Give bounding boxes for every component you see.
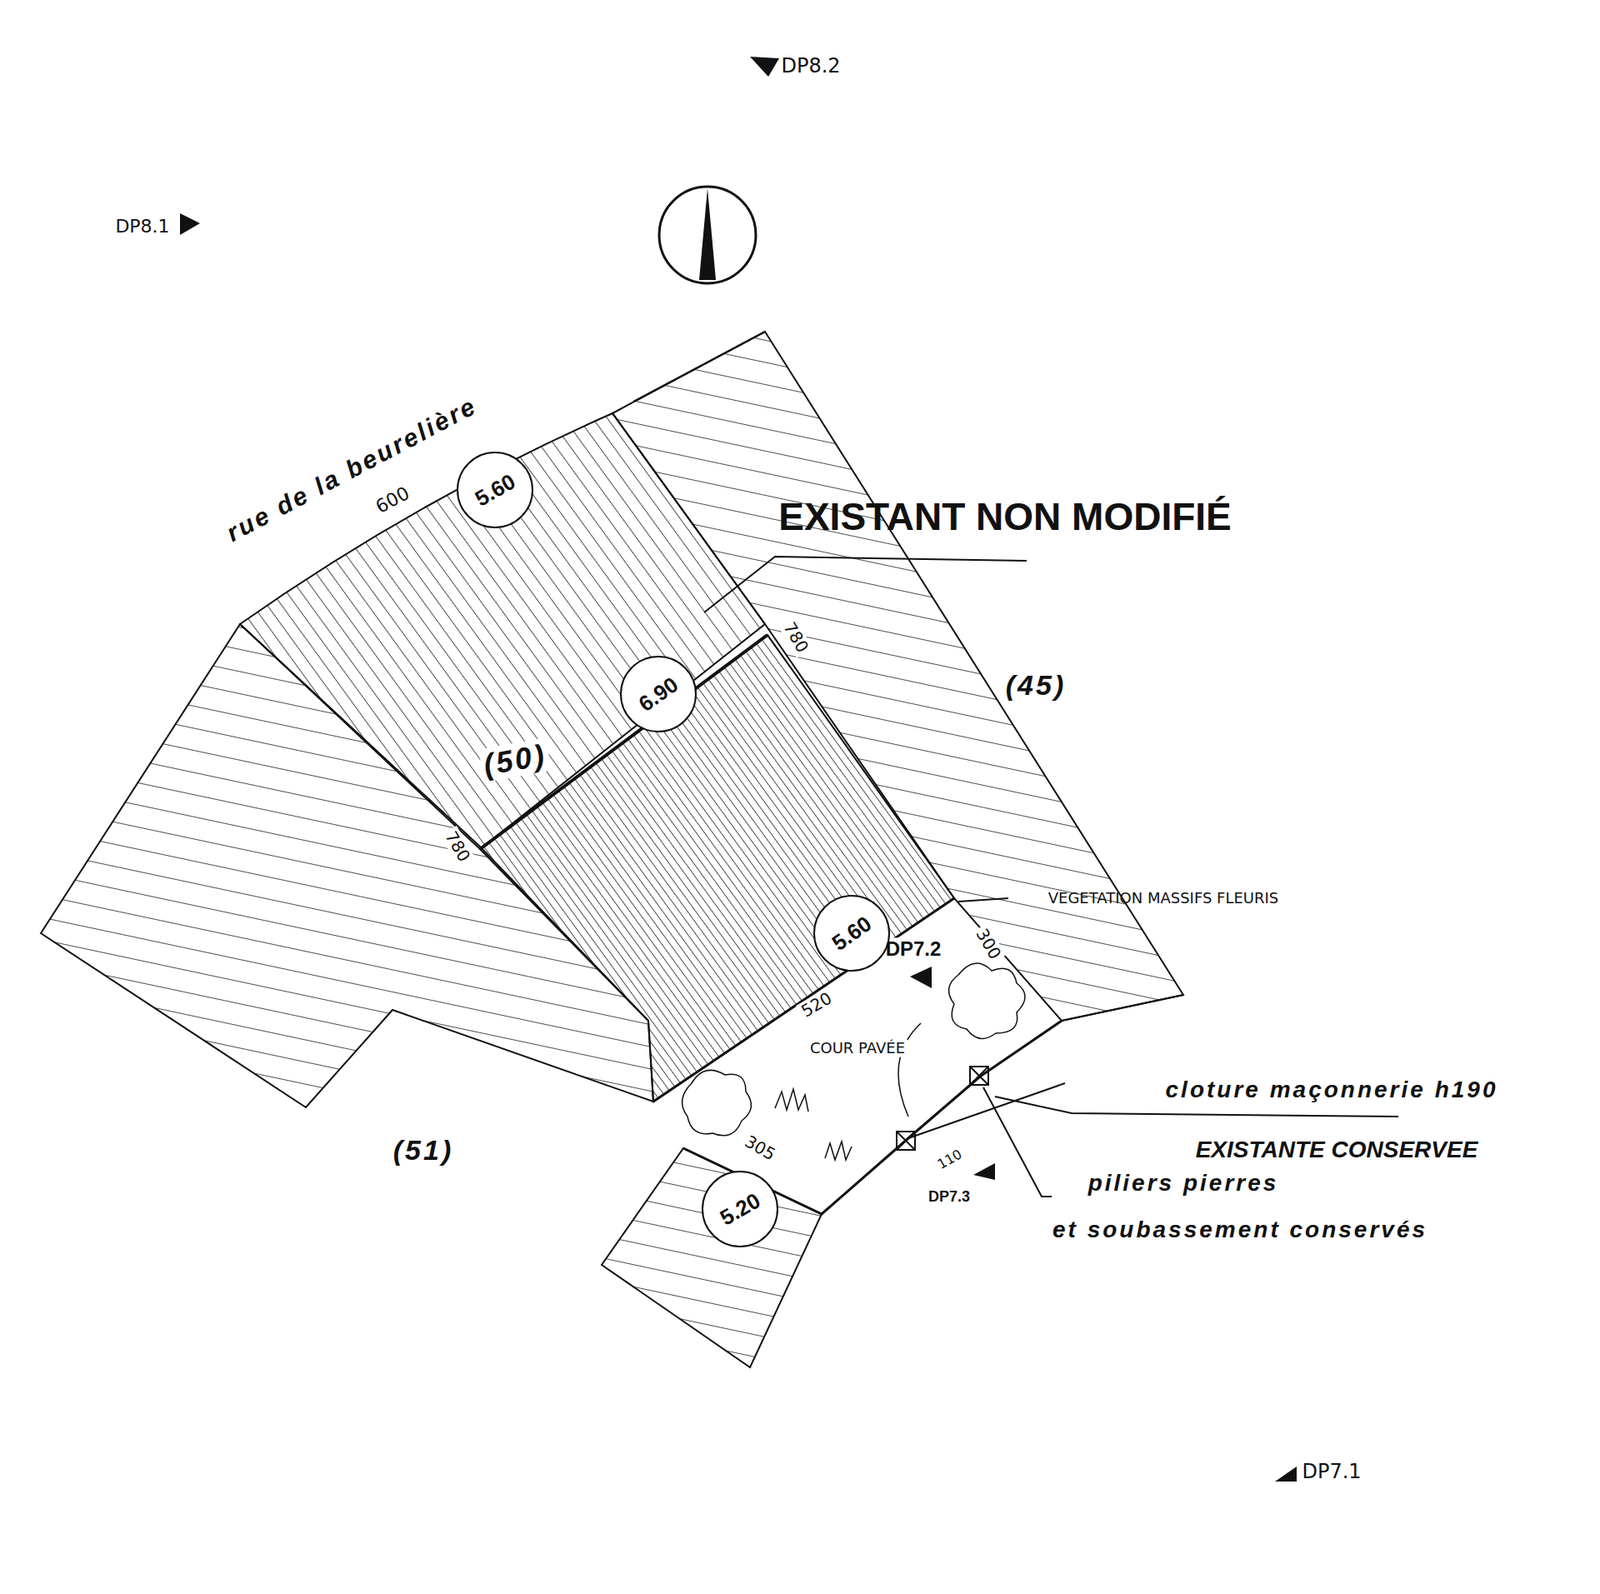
level-value: 5.60 xyxy=(826,910,876,956)
plan-label: et soubassement conservés xyxy=(1050,1216,1430,1243)
plan-label: cloture maçonnerie h190 xyxy=(1163,1076,1501,1103)
plan-label: 305 xyxy=(739,1130,781,1166)
view-marker xyxy=(180,56,1297,1482)
plan-label: 110 xyxy=(932,1145,967,1175)
level-circle: 5.60 xyxy=(456,451,534,529)
stone-pillar xyxy=(896,1066,989,1150)
parcel-51-south xyxy=(601,1148,822,1368)
plan-label: 300 xyxy=(970,923,1006,965)
plan-label: DP8.1 xyxy=(112,215,172,237)
plan-label: 780 xyxy=(778,616,814,659)
level-circle: 5.20 xyxy=(701,1170,779,1248)
level-value: 5.60 xyxy=(470,468,520,512)
plan-label: DP8.2 xyxy=(778,55,843,78)
boundary-line xyxy=(1061,995,1184,1021)
north-arrow xyxy=(659,186,756,284)
building-rear xyxy=(480,635,955,1102)
plan-label: 520 xyxy=(795,987,838,1023)
gate-swing xyxy=(898,1023,921,1117)
plan-label: DP7.3 xyxy=(925,1188,973,1206)
level-circle: 5.60 xyxy=(813,895,890,972)
plan-label: COUR PAVÉE xyxy=(807,1040,908,1058)
level-value: 6.90 xyxy=(633,671,683,717)
vegetation xyxy=(682,963,1025,1160)
plan-label: DP7.2 xyxy=(883,937,945,960)
street-line xyxy=(633,331,765,402)
plan-label: (45) xyxy=(1003,670,1069,702)
wall-line xyxy=(653,898,955,1102)
boundary-line xyxy=(908,1083,1065,1139)
level-value: 5.20 xyxy=(715,1187,765,1231)
plan-label: EXISTANT NON MODIFIÉ xyxy=(775,495,1235,538)
plan-label: VEGETATION MASSIFS FLEURIS xyxy=(1045,890,1282,908)
plan-label: 780 xyxy=(440,825,475,868)
level-circle: 6.90 xyxy=(620,655,697,733)
plan-label: DP7.1 xyxy=(1299,1460,1364,1484)
plan-label: 600 xyxy=(370,481,415,520)
plan-label: piliers pierres xyxy=(1085,1170,1282,1196)
plan-label: (50) xyxy=(478,737,552,782)
plan-label: (51) xyxy=(390,1135,456,1167)
plan-label: rue de la beurelière xyxy=(220,390,485,549)
plan-label: EXISTANTE CONSERVEE xyxy=(1193,1136,1481,1163)
